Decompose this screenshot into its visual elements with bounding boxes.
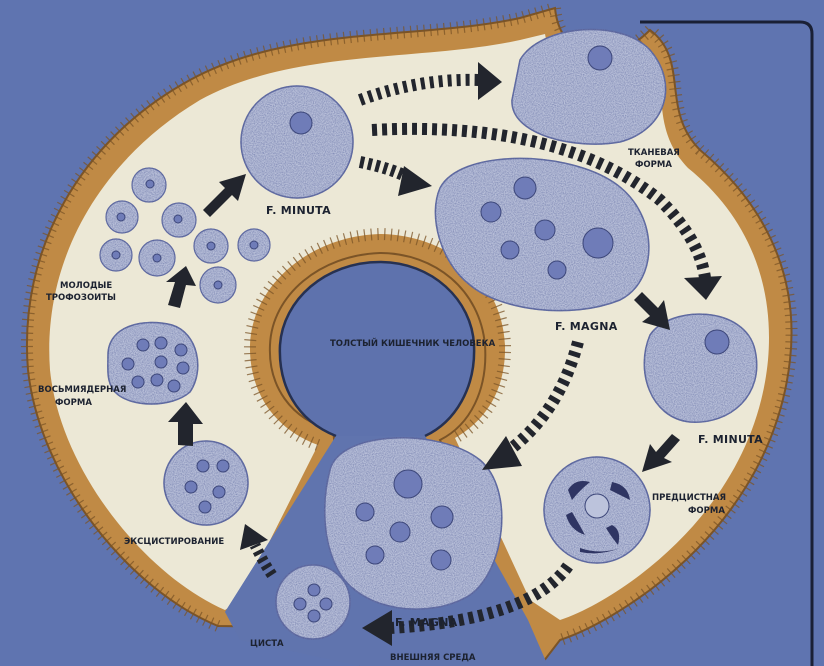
chromatoid-body — [568, 481, 590, 500]
nucleus — [152, 253, 162, 263]
cell-cyst — [275, 564, 351, 640]
label-eight-nucleus-line1: ВОСЬМИЯДЕРНАЯ — [38, 385, 126, 395]
nucleus — [534, 219, 556, 241]
nucleus — [584, 493, 610, 519]
nucleus — [430, 549, 452, 571]
nucleus — [513, 176, 537, 200]
nucleus — [213, 280, 223, 290]
nucleus — [355, 502, 375, 522]
cell-f-minuta-top — [240, 85, 354, 199]
nucleus — [319, 597, 333, 611]
chromatoid-body — [610, 482, 630, 500]
nucleus — [393, 469, 423, 499]
label-cyst: ЦИСТА — [250, 639, 284, 649]
label-tissue-form-line1: ТКАНЕВАЯ — [628, 148, 680, 158]
nucleus — [111, 250, 121, 260]
cell-f-minuta-right — [643, 313, 758, 423]
nucleus — [307, 583, 321, 597]
arrow-magna-to-minuta-right — [634, 292, 670, 330]
arrowhead — [478, 62, 502, 100]
label-young-line1: МОЛОДЫЕ — [60, 281, 112, 291]
nucleus — [150, 373, 164, 387]
nucleus — [198, 500, 212, 514]
arrowhead — [482, 436, 522, 470]
label-excystation: ЭКСЦИСТИРОВАНИЕ — [124, 537, 224, 547]
label-precystic-line1: ПРЕДЦИСТНАЯ — [652, 493, 726, 503]
label-f-minuta-top: F. MINUTA — [266, 204, 331, 217]
chromatoid-bodies — [566, 481, 630, 554]
nucleus — [167, 379, 181, 393]
nucleus — [121, 357, 135, 371]
label-tissue-form-line2: ФОРМА — [635, 160, 672, 170]
nucleus — [547, 260, 567, 280]
label-eight-nucleus-line2: ФОРМА — [55, 398, 92, 408]
nucleus — [430, 505, 454, 529]
chromatoid-body — [606, 525, 620, 545]
nucleus — [365, 545, 385, 565]
nucleus — [480, 201, 502, 223]
cell-tissue-form — [511, 28, 667, 145]
arrow-eight-to-young — [166, 266, 196, 308]
arrowhead — [240, 524, 268, 550]
nucleus — [174, 343, 188, 357]
arrow-young-to-minuta — [203, 174, 246, 217]
label-external-environment: ВНЕШНЯЯ СРЕДА — [390, 653, 476, 663]
label-large-intestine: ТОЛСТЫЙ КИШЕЧНИК ЧЕЛОВЕКА — [330, 337, 496, 349]
label-precystic-line2: ФОРМА — [688, 506, 725, 516]
nucleus — [206, 241, 216, 251]
dark-frame — [640, 20, 814, 666]
label-f-minuta-right: F. MINUTA — [698, 433, 763, 446]
arrow-minuta-to-precystic — [642, 434, 680, 472]
arrowhead — [684, 276, 722, 300]
nucleus — [154, 355, 168, 369]
lumen-edge — [278, 260, 476, 438]
arrow-excyst-to-eight — [168, 402, 203, 446]
nucleus — [587, 45, 613, 71]
nucleus — [136, 338, 150, 352]
nucleus — [196, 459, 210, 473]
arrow-dashed-cyst-to-excyst — [250, 542, 277, 579]
cell-f-magna-bottom — [324, 437, 503, 610]
nucleus — [293, 597, 307, 611]
label-f-magna-bottom: F. MAGNA — [395, 616, 458, 629]
nucleus — [500, 240, 520, 260]
nucleus — [704, 329, 730, 355]
nucleus — [249, 240, 259, 250]
nucleus — [173, 214, 183, 224]
nucleus — [116, 212, 126, 222]
chromatoid-body — [580, 548, 620, 554]
arrowhead — [362, 610, 392, 646]
nucleus — [154, 336, 168, 350]
nucleus — [216, 459, 230, 473]
label-f-magna-center: F. MAGNA — [555, 320, 618, 333]
nucleus — [131, 375, 145, 389]
nucleus — [184, 480, 198, 494]
nucleus — [289, 111, 313, 135]
nucleus — [212, 485, 226, 499]
arrowhead — [398, 166, 432, 196]
chromatoid-body — [566, 512, 585, 535]
nucleus — [389, 521, 411, 543]
arrow-dashed-precystic-to-cyst — [389, 562, 573, 634]
arrow-dashed-to-tissue-form — [357, 73, 481, 106]
nucleus — [176, 361, 190, 375]
arrow-dashed-magna-to-bottom — [508, 340, 584, 453]
label-young-line2: ТРОФОЗОИТЫ — [46, 293, 116, 303]
nucleus — [145, 179, 155, 189]
nucleus — [307, 609, 321, 623]
nucleus — [582, 227, 614, 259]
